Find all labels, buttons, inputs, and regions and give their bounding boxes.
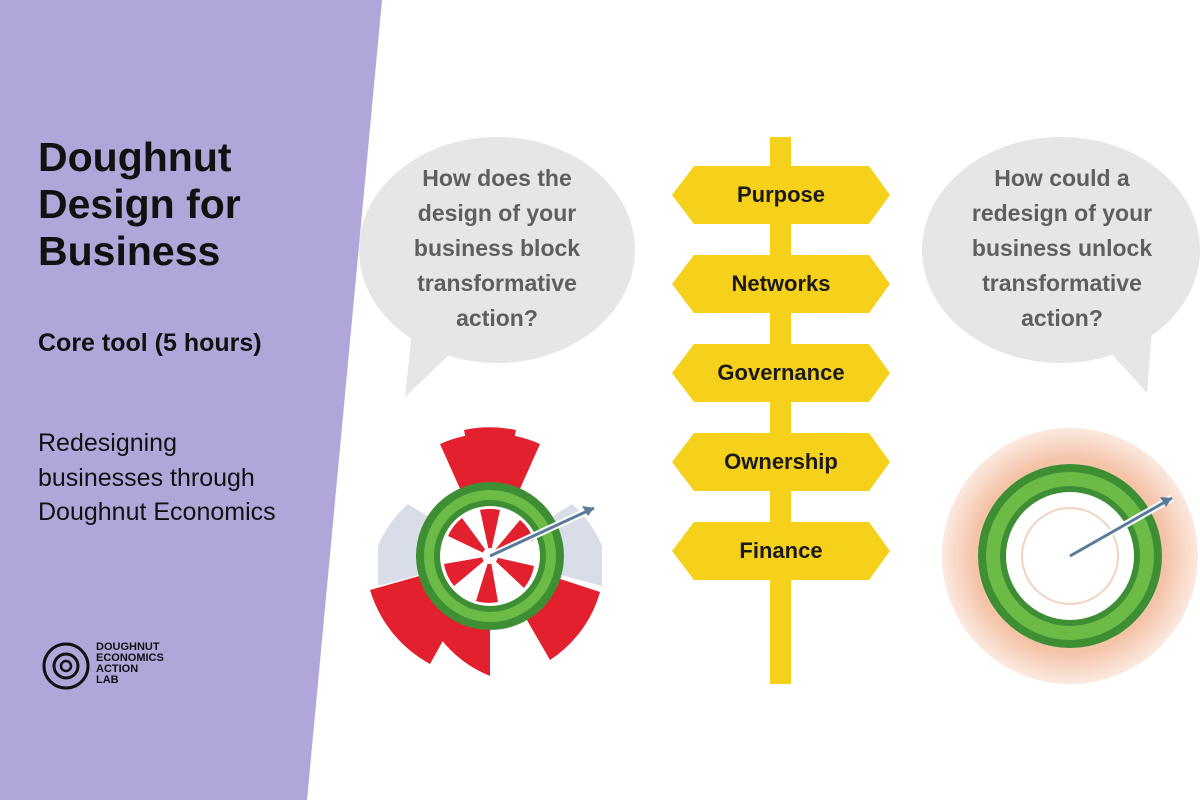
sign-finance	[672, 522, 890, 580]
sign-label-purpose: Purpose	[736, 182, 826, 207]
sign-ownership	[672, 433, 890, 491]
sign-label-finance: Finance	[739, 538, 823, 563]
deal-logo-icon	[42, 642, 90, 690]
left-doughnut-diagram	[370, 427, 602, 676]
page-title: Doughnut Design for Business	[38, 134, 241, 275]
left-bubble-question: How does the design of your business blo…	[413, 165, 581, 331]
signpost	[672, 137, 890, 684]
sign-label-ownership: Ownership	[724, 449, 838, 474]
right-bubble-question: How could a redesign of your business un…	[971, 165, 1153, 331]
right-doughnut-diagram	[942, 428, 1198, 684]
sign-purpose	[672, 166, 890, 224]
sign-label-networks: Networks	[731, 271, 831, 296]
sign-governance	[672, 344, 890, 402]
course-description: Redesigning businesses through Doughnut …	[38, 429, 276, 526]
course-duration: Core tool (5 hours)	[38, 329, 262, 357]
right-speech-bubble	[922, 137, 1200, 393]
sign-label-governance: Governance	[717, 360, 845, 385]
sign-networks	[672, 255, 890, 313]
deal-logo: DOUGHNUT ECONOMICS ACTION LAB	[40, 640, 200, 692]
left-speech-bubble	[359, 137, 635, 397]
logo-wordmark: DOUGHNUT ECONOMICS ACTION LAB	[96, 641, 164, 686]
